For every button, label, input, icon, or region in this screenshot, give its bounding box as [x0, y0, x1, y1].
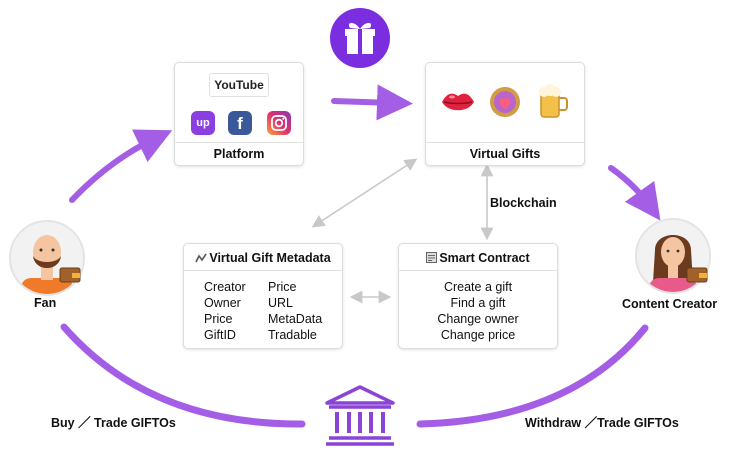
- fan-avatar: [9, 220, 85, 296]
- smart-contract-item: Change owner: [437, 312, 519, 326]
- youtube-logo-text: YouTube: [214, 78, 264, 92]
- metadata-left-item: GiftID: [204, 328, 236, 342]
- curve-fan-to-bank: [60, 323, 306, 428]
- metadata-left-column: Creator Owner Price GiftID: [204, 279, 246, 343]
- metadata-right-item: MetaData: [268, 312, 323, 326]
- buy-trade-label: Buy ／ Trade GIFTOs: [51, 416, 176, 430]
- creator-label: Content Creator: [622, 297, 718, 311]
- smart-contract-item: Find a gift: [450, 296, 506, 310]
- facebook-icon: f: [228, 111, 252, 135]
- metadata-card: Virtual Gift Metadata Creator Owner Pric…: [183, 243, 343, 349]
- metadata-right-item: Tradable: [268, 328, 317, 342]
- metadata-chart-icon: [195, 245, 207, 273]
- platform-card: YouTube up f Platform: [174, 62, 304, 166]
- metadata-left-item: Owner: [204, 296, 241, 310]
- smart-contract-item: Change price: [440, 328, 516, 342]
- smart-contract-card: Smart Contract Create a gift Find a gift…: [398, 243, 558, 349]
- up-app-label: up: [196, 117, 210, 129]
- smart-contract-title: Smart Contract: [439, 251, 530, 265]
- smart-contract-header: Smart Contract: [399, 244, 557, 271]
- smart-contract-item: Create a gift: [443, 280, 513, 294]
- beer-mug-gift-icon: [536, 83, 570, 121]
- smart-contract-items: Create a gift Find a gift Change owner C…: [399, 279, 557, 343]
- gift-icon: [330, 8, 390, 68]
- creator-wallet-icon: [686, 265, 708, 283]
- arrow-platform-to-gifts: [331, 84, 413, 121]
- heart-donut-gift-icon: [488, 85, 522, 119]
- bank-icon: [325, 385, 395, 447]
- connector-gifts-metadata: [311, 158, 418, 228]
- withdraw-trade-label: Withdraw ／Trade GIFTOs: [525, 416, 679, 430]
- fan-wallet-icon: [59, 265, 81, 283]
- metadata-title: Virtual Gift Metadata: [209, 251, 331, 265]
- instagram-icon: [267, 111, 291, 135]
- up-app-icon: up: [191, 111, 215, 135]
- lips-gift-icon: [440, 87, 476, 117]
- curve-bank-to-creator: [416, 324, 649, 428]
- metadata-right-item: URL: [268, 296, 294, 310]
- metadata-header: Virtual Gift Metadata: [184, 244, 342, 271]
- arrow-gifts-to-creator: [608, 165, 661, 221]
- platform-title: Platform: [175, 142, 303, 165]
- metadata-right-item: Price: [268, 280, 297, 294]
- fan-label: Fan: [34, 296, 57, 310]
- metadata-right-column: Price URL MetaData Tradable: [268, 279, 322, 343]
- arrow-fan-to-platform: [69, 129, 173, 203]
- contract-icon: [426, 245, 438, 273]
- metadata-left-item: Price: [204, 312, 233, 326]
- virtual-gifts-title: Virtual Gifts: [426, 142, 584, 165]
- youtube-logo: YouTube: [209, 73, 269, 97]
- blockchain-label: Blockchain: [490, 196, 557, 210]
- virtual-gifts-card: Virtual Gifts: [425, 62, 585, 166]
- facebook-letter: f: [237, 114, 243, 133]
- metadata-left-item: Creator: [204, 280, 246, 294]
